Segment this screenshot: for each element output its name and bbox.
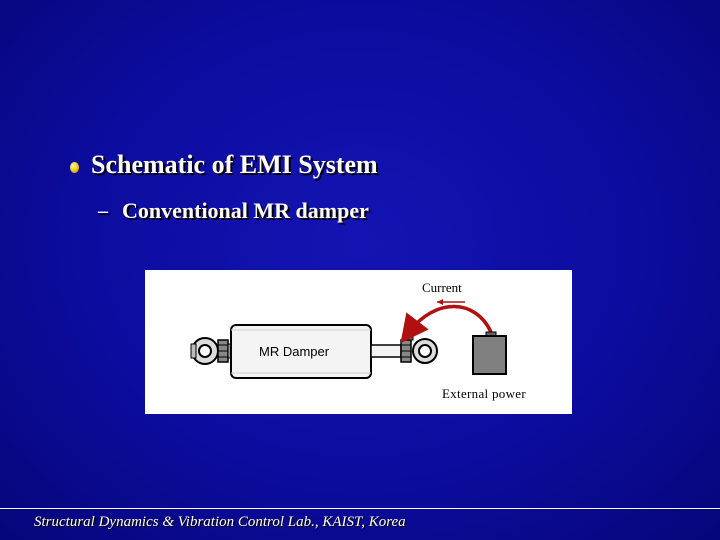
bullet-item: Schematic of EMI System <box>70 150 378 180</box>
external-power-unit <box>472 335 507 375</box>
piston-rod <box>370 344 402 358</box>
slide-subheading: Conventional MR damper <box>122 198 369 223</box>
external-power-label: External power <box>442 386 526 401</box>
mr-damper-schematic: Current MR Damper External power <box>145 270 572 414</box>
current-arrow <box>400 304 493 344</box>
current-label: Current <box>422 280 462 295</box>
dash-icon: – <box>98 199 108 222</box>
bullet-icon <box>70 161 79 173</box>
footer-divider <box>0 508 720 509</box>
damper-label: MR Damper <box>259 344 330 359</box>
right-rod-eye-icon <box>400 333 438 364</box>
schematic-drawing <box>190 299 507 379</box>
slide-heading: Schematic of EMI System <box>91 150 378 179</box>
sub-bullet-item: – Conventional MR damper <box>98 198 369 224</box>
footer-text: Structural Dynamics & Vibration Control … <box>34 514 406 530</box>
left-rod-eye-icon <box>190 337 229 365</box>
